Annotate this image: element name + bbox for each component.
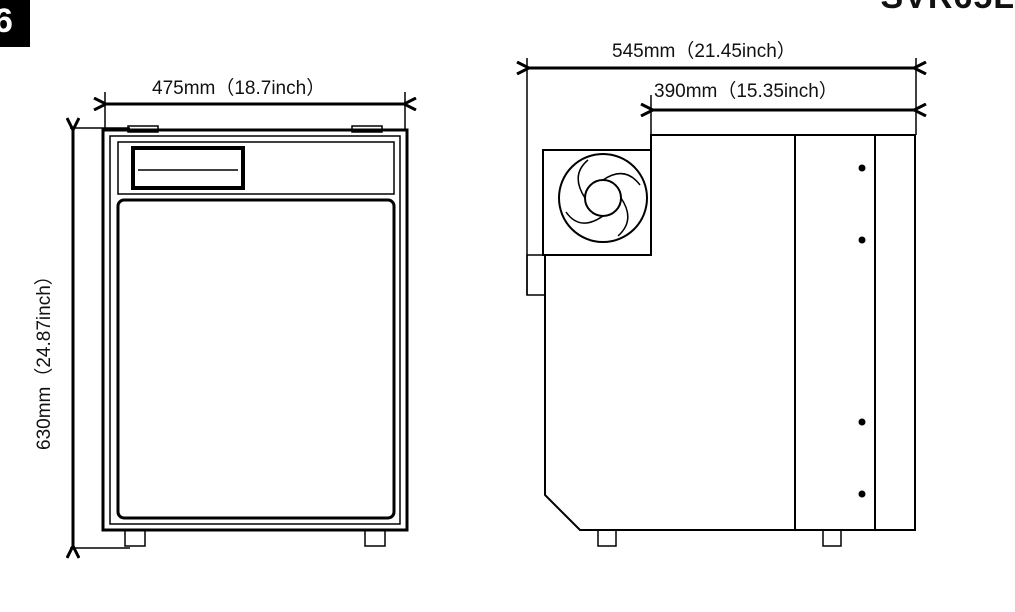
body-depth-label: 390mm（15.35inch） xyxy=(654,80,838,102)
condenser-fan-housing xyxy=(542,149,652,256)
page-number: 6 xyxy=(0,2,13,40)
control-panel xyxy=(117,141,395,195)
total-depth-label: 545mm（21.45inch） xyxy=(612,40,796,62)
front-view xyxy=(70,92,407,548)
door-side xyxy=(794,134,876,531)
page-number-badge: 6 xyxy=(0,0,30,47)
model-name: SVR65L xyxy=(881,0,1015,17)
fridge-front-body xyxy=(101,128,409,532)
width-label: 475mm（18.7inch） xyxy=(152,77,325,99)
side-view xyxy=(527,58,916,547)
height-label: 630mm（24.87inch） xyxy=(33,266,55,450)
fan-icon xyxy=(558,153,648,243)
handle xyxy=(131,146,245,190)
door xyxy=(116,198,396,520)
